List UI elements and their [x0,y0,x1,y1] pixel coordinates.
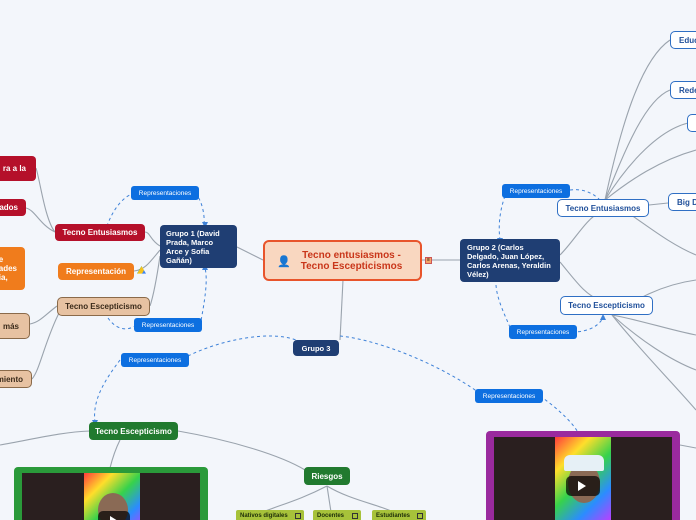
notes-icon[interactable] [295,513,301,519]
link-esc-tan1 [29,305,58,325]
right-leaf-educ[interactable]: Educ [670,31,696,49]
link-ent-red2 [25,207,56,233]
link-g2-entusiasmos [559,211,601,256]
user-icon: 👤 [277,256,291,268]
link-right-leaf2 [604,89,671,201]
central-topic[interactable]: 👤 Tecno entusiasmos - Tecno Escepticismo… [263,240,422,281]
link-label-representaciones-4[interactable]: Representaciones [509,325,577,339]
video-node-purple[interactable] [486,431,680,520]
dashed-rep-6b [539,395,581,437]
dashed-rep-5b [187,335,297,357]
video-node-green[interactable] [14,467,208,520]
dashed-rep-5a [94,359,121,423]
left-representacion[interactable]: Representación [58,263,134,280]
dashed-rep-2a [107,317,136,330]
link-g2-escepticismo [559,261,601,301]
link-g1-entusiasmos [144,231,161,247]
riesgos-estudiantes[interactable]: Estudiantes [372,510,426,520]
notes-icon[interactable] [417,513,423,519]
central-title: Tecno entusiasmos - Tecno Escepticismos [300,249,403,272]
dashed-rep-3a [498,195,506,241]
left-red-item-2[interactable]: ados [0,199,26,216]
link-central-g3 [339,279,344,341]
link-ent-red1 [35,167,56,233]
link-label-representaciones-1[interactable]: Representaciones [131,186,199,200]
link-esc-r2 [611,314,696,371]
link-g1-escepticismo [149,255,161,307]
right-leaf-3[interactable] [687,114,696,132]
link-label-representaciones-6[interactable]: Representaciones [475,389,543,403]
right-tecno-escepticismo[interactable]: Tecno Escepticismo [560,296,653,315]
link-g3-riesgos [177,430,306,471]
right-tecno-entusiasmos[interactable]: Tecno Entusiasmos [557,199,649,217]
group-3-node[interactable]: Grupo 3 [293,340,339,356]
link-esc-r1 [611,314,696,336]
left-tecno-entusiasmos[interactable]: Tecno Entusiasmos [55,224,145,241]
link-riesgos-1 [262,485,328,513]
link-esc-tan2 [31,310,61,380]
link-g3-left-edge [0,430,91,446]
link-label-representaciones-3[interactable]: Representaciones [502,184,570,198]
link-label-representaciones-5[interactable]: Representaciones [121,353,189,367]
riesgos-docentes[interactable]: Docentes [313,510,361,520]
link-right-leaf5 [648,202,669,206]
link-video-edge [679,444,696,449]
link-g1-representacion [133,249,161,272]
link-riesgos-2 [326,485,332,513]
left-tecno-escepticismo[interactable]: Tecno Escepticismo [57,297,150,316]
right-leaf-rede[interactable]: Rede [670,81,696,99]
link-right-leaf1 [604,39,671,201]
link-label-representaciones-2[interactable]: Representaciones [134,318,202,332]
arrowhead-4 [600,314,606,320]
link-g3-video [109,439,121,469]
dashed-rep-3b [569,189,601,201]
g3-riesgos[interactable]: Riesgos [304,467,350,485]
drive-icon[interactable] [137,266,146,274]
left-tan-item-1[interactable]: más [0,313,30,339]
link-central-g1 [236,246,264,261]
cap-image [564,455,604,471]
left-orange-item[interactable]: e ades ia, [0,247,25,290]
link-right-leaf3 [604,122,689,201]
g3-tecno-escepticismo[interactable]: Tecno Escepticismo [89,422,178,440]
link-esc-r3 [611,314,696,411]
left-tan-item-2[interactable]: miento [0,370,32,388]
link-right-leaf4 [604,149,696,201]
notes-icon[interactable] [352,513,358,519]
play-icon[interactable] [566,476,600,496]
group-1-node[interactable]: Grupo 1 (David Prada, Marco Arce y Sofia… [160,225,237,268]
right-leaf-bigd[interactable]: Big D [668,193,696,211]
riesgos-nativos-digitales[interactable]: Nativos digitales [236,510,304,520]
left-red-item-1[interactable]: ra a la [0,156,36,181]
play-icon[interactable] [98,511,130,520]
group-2-node[interactable]: Grupo 2 (Carlos Delgado, Juan López, Car… [460,239,560,282]
dashed-rep-2b [199,267,207,327]
link-riesgos-3 [326,485,394,513]
dashed-rep-6a [339,335,479,393]
notes-icon[interactable]: ≡ [425,257,432,264]
